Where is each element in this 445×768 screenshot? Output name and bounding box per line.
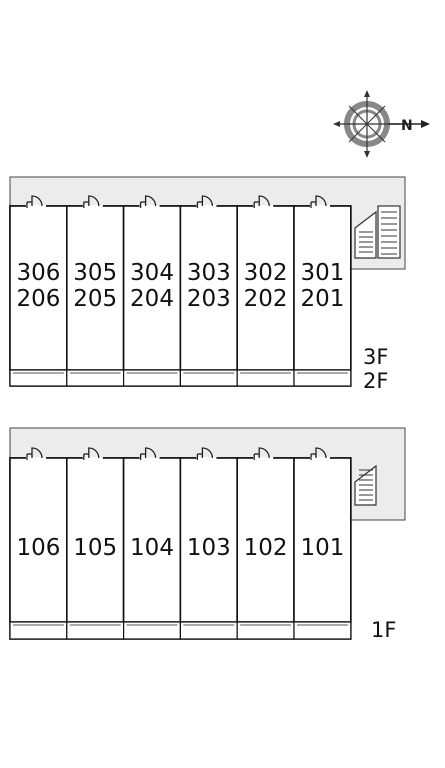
unit-number-upper: 303 [187, 260, 231, 286]
unit-number-lower: 203 [187, 286, 231, 312]
unit-number-lower: 204 [130, 286, 174, 312]
unit: 102 [236, 447, 295, 640]
floor-label-1f: 1F [371, 618, 396, 642]
unit-number: 105 [73, 535, 117, 561]
door-icon [253, 447, 274, 460]
door-icon [139, 195, 160, 208]
door-icon [82, 447, 103, 460]
unit-number-upper: 305 [73, 260, 117, 286]
unit-number-lower: 205 [73, 286, 117, 312]
door-icon [310, 447, 330, 460]
lower-block: 106 105 104 103 102 101 1F [9, 427, 406, 642]
door-icon [139, 447, 160, 460]
unit: 103 [179, 447, 238, 640]
unit-number: 101 [300, 535, 344, 561]
upper-stairs [354, 205, 401, 259]
unit: 101 [293, 447, 352, 640]
door-icon [82, 195, 103, 208]
unit-number: 104 [130, 535, 174, 561]
door-icon [310, 195, 330, 208]
door-icon [253, 195, 274, 208]
door-icon [196, 447, 217, 460]
compass-north-label: N [401, 118, 413, 134]
unit: 104 [122, 447, 182, 640]
unit-number-lower: 206 [16, 286, 60, 312]
floor-label-3f: 3F [363, 345, 388, 369]
unit-number-upper: 302 [244, 260, 288, 286]
lower-stairs [354, 464, 377, 506]
unit-number: 103 [187, 535, 231, 561]
door-icon [26, 195, 46, 208]
unit-number: 102 [244, 535, 288, 561]
unit-number-upper: 304 [130, 260, 174, 286]
unit: 105 [66, 447, 125, 640]
unit-number-upper: 301 [300, 260, 344, 286]
door-icon [26, 447, 46, 460]
compass-icon: N [333, 90, 430, 158]
door-icon [196, 195, 217, 208]
unit-number: 106 [16, 535, 60, 561]
unit-number-lower: 201 [300, 286, 344, 312]
unit-number-upper: 306 [16, 260, 60, 286]
unit-number-lower: 202 [244, 286, 288, 312]
unit: 106 [9, 447, 68, 640]
floor-label-2f: 2F [363, 369, 388, 393]
